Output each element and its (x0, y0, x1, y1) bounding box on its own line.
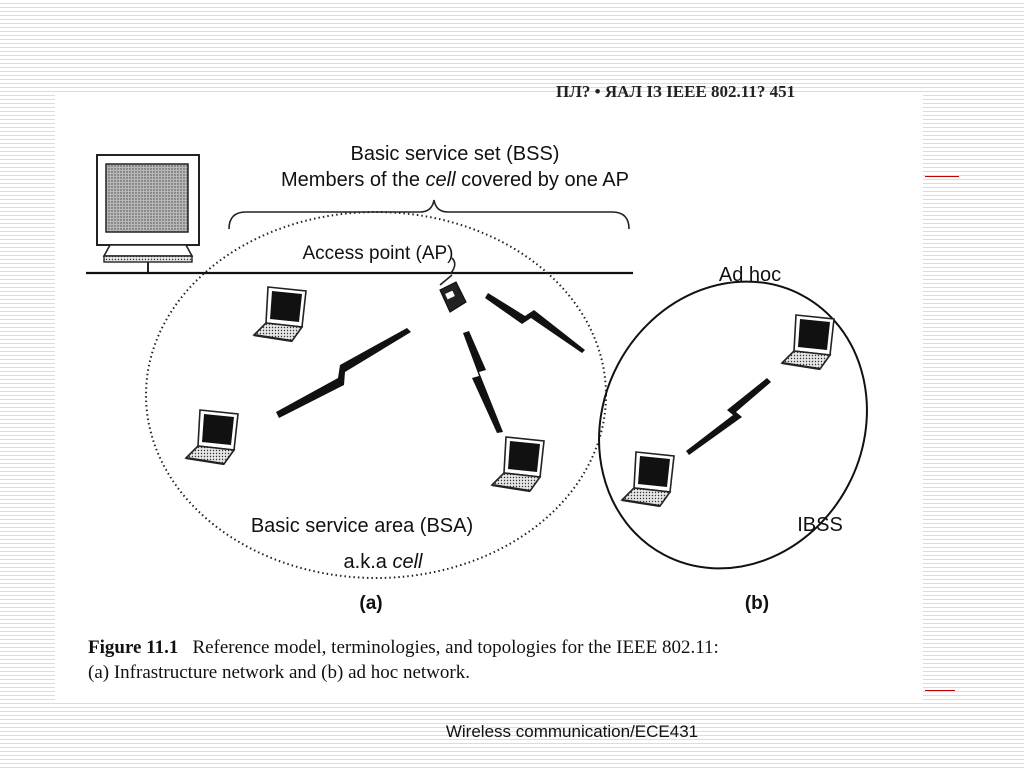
adhoc-label: Ad hoc (719, 264, 781, 286)
bss-brace (228, 199, 630, 230)
accent-rule-top (925, 176, 959, 177)
laptop-icon (490, 435, 546, 493)
wireless-link-bolt (485, 293, 585, 353)
laptop-icon (620, 450, 676, 508)
footer-text: Wireless communication/ECE431 (445, 722, 699, 741)
bsa-title: Basic service area (BSA) (251, 515, 473, 537)
access-point-icon (439, 257, 467, 313)
bss-title: Basic service set (BSS) (351, 143, 560, 165)
figure-caption-line2: (a) Infrastructure network and (b) ad ho… (88, 662, 470, 683)
clipped-header-text: ПЛ? • ЯАЛ ІЗ ІЕЕЕ 802.11? 451 (556, 82, 795, 101)
bss-subtitle: Members of the cell covered by one AP (281, 169, 629, 191)
laptop-icon (184, 408, 240, 466)
panel-label-a: (a) (359, 593, 382, 614)
ibss-label: IBSS (797, 514, 843, 536)
wireless-link-bolt (276, 328, 411, 418)
accent-rule-bottom (925, 690, 955, 691)
bsa-aka: a.k.a cell (344, 551, 423, 573)
laptop-icon (780, 313, 836, 371)
desktop-computer-icon (96, 154, 200, 273)
panel-label-b: (b) (745, 593, 769, 614)
wireless-link-bolt (463, 331, 503, 433)
ibss-ellipse (598, 280, 868, 570)
laptop-icon (252, 285, 308, 343)
wireless-link-bolt (686, 378, 771, 455)
slide-footer: Wireless communication/ECE431 (0, 722, 1024, 742)
access-point-label: Access point (AP) (303, 243, 454, 264)
